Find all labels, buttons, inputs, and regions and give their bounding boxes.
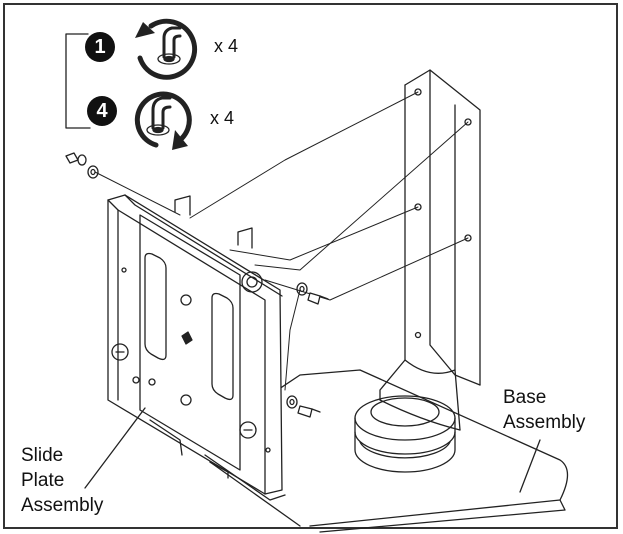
step-1-badge: 1 (85, 32, 115, 62)
base-assembly-label: Base Assembly (503, 385, 585, 435)
slide-plate-callout (84, 407, 146, 489)
base-assembly-label-line2: Assembly (503, 412, 586, 433)
base-callout (519, 439, 541, 493)
rotate-clockwise-icon (134, 91, 192, 150)
slide-plate-label: Slide Plate Assembly (21, 443, 103, 518)
step-4-multiplier: x 4 (210, 108, 235, 128)
rotate-counterclockwise-icon (135, 18, 198, 80)
step-4-badge: 4 (87, 96, 117, 126)
screw-lower (286, 395, 321, 418)
screw-top-left (65, 152, 99, 179)
slide-plate-label-line2: Plate (21, 470, 65, 491)
screw-middle-right (296, 282, 329, 305)
slide-plate-label-line1: Slide (21, 445, 64, 466)
base-plate (209, 369, 569, 533)
upright-column (379, 69, 481, 431)
base-assembly-label-line1: Base (503, 387, 547, 408)
base-cylinder (354, 395, 456, 473)
slide-plate-label-line3: Assembly (21, 495, 104, 516)
alignment-lines (94, 91, 469, 391)
step-1-multiplier: x 4 (214, 36, 239, 56)
slide-plate-assembly (107, 194, 286, 501)
step-bracket (65, 33, 91, 129)
diagram-frame (3, 3, 618, 529)
